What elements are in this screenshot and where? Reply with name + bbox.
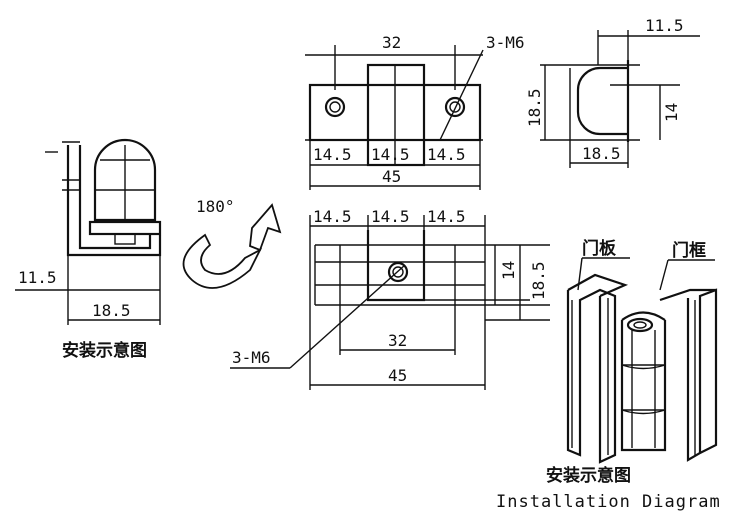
rotation-arrow-icon: 180° <box>182 197 282 289</box>
top-seg3: 14.5 <box>427 145 466 164</box>
label-door-frame: 门框 <box>672 240 706 261</box>
end-dim-bottom: 18.5 <box>582 144 621 163</box>
install-caption-en: Installation Diagram <box>496 492 721 512</box>
end-dim-left: 18.5 <box>525 88 544 127</box>
label-door-panel: 门板 <box>582 238 617 259</box>
install-caption-cn: 安装示意图 <box>546 465 631 486</box>
side-caption: 安装示意图 <box>62 340 147 361</box>
side-dim-width: 11.5 <box>18 268 57 287</box>
top-seg2: 14.5 <box>371 145 410 164</box>
front-seg1: 14.5 <box>313 207 352 226</box>
side-dim-height: 18.5 <box>92 301 131 320</box>
top-seg1: 14.5 <box>313 145 352 164</box>
front-view: 14.5 14.5 14.5 14 18.5 3-M6 32 45 <box>230 207 550 390</box>
top-dim-45: 45 <box>382 167 401 186</box>
top-dim-32: 32 <box>382 33 401 52</box>
front-seg2: 14.5 <box>371 207 410 226</box>
rotation-label: 180° <box>196 197 235 216</box>
top-view: 32 3-M6 14.5 14.5 14.5 45 <box>305 33 525 190</box>
front-dim-32: 32 <box>388 331 407 350</box>
side-view: 11.5 18.5 安装示意图 <box>15 138 162 361</box>
top-dim-hole: 3-M6 <box>486 33 525 52</box>
end-view: 11.5 18.5 14 18.5 <box>525 16 700 168</box>
end-dim-right: 14 <box>662 103 681 122</box>
front-dim-h2: 18.5 <box>529 261 548 300</box>
front-dim-45: 45 <box>388 366 407 385</box>
end-dim-top: 11.5 <box>645 16 684 35</box>
installation-diagram: 门板 门框 安装示意图 Installation Diagram <box>496 238 721 512</box>
front-dim-h1: 14 <box>499 261 518 280</box>
front-dim-hole: 3-M6 <box>232 348 271 367</box>
front-seg3: 14.5 <box>427 207 466 226</box>
